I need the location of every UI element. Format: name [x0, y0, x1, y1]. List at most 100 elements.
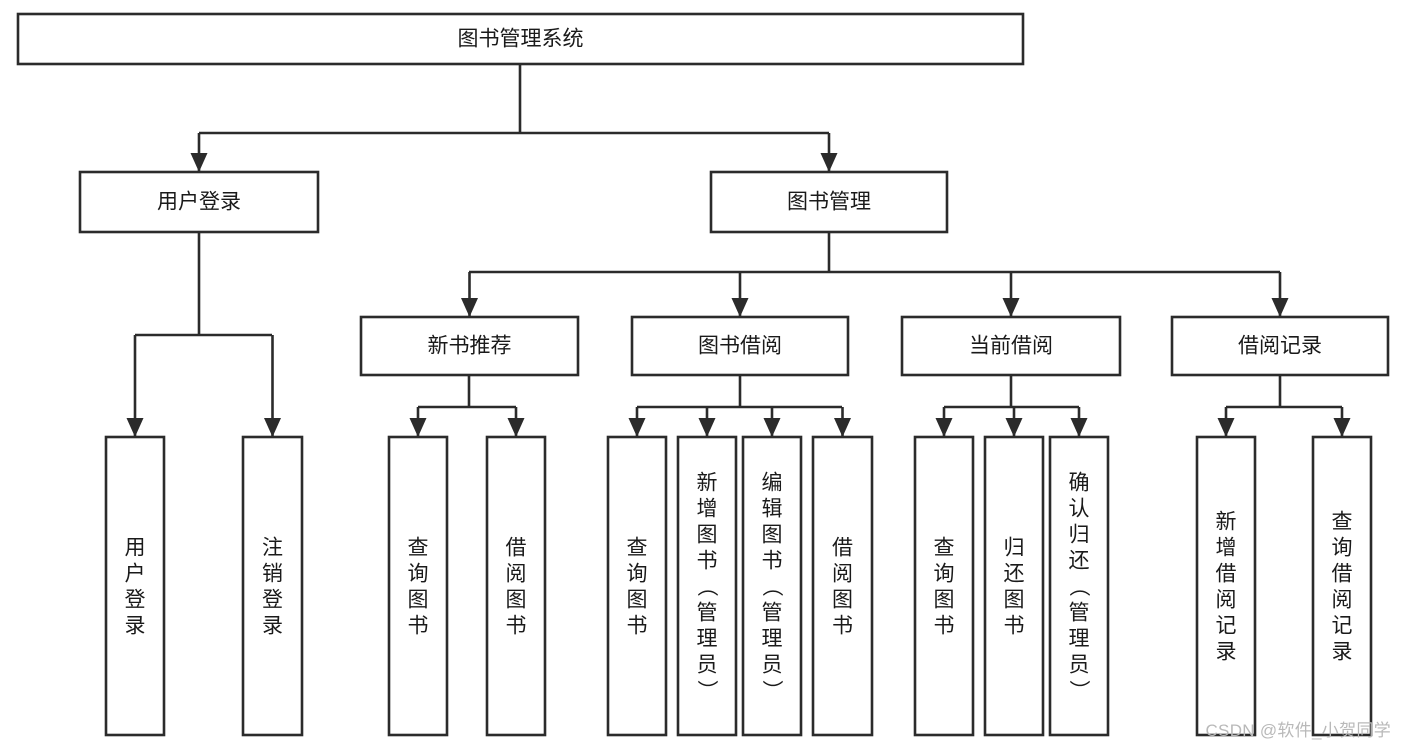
node-label-char: 增: [697, 497, 718, 520]
node-label-char: 阅: [1332, 588, 1353, 611]
node-label-char: 查: [934, 536, 955, 559]
node-label-char: （: [760, 576, 783, 597]
node-borrow-record[interactable]: 借阅记录: [1170, 315, 1390, 377]
node-label-char: 注: [262, 536, 283, 559]
node-label-char: 借: [832, 536, 853, 559]
node-label-char: 用: [125, 536, 146, 559]
arrow-head-icon: [834, 418, 851, 437]
node-label-char: 增: [1216, 536, 1237, 559]
node-new-book-rec[interactable]: 新书推荐: [359, 315, 580, 377]
node-label-char: 图: [627, 588, 648, 611]
node-root[interactable]: 图书管理系统: [16, 12, 1025, 66]
node-label-char: 员: [697, 653, 718, 676]
node-box: [241, 435, 304, 737]
node-label-char: 理: [762, 627, 783, 650]
node-label: 图书借阅: [698, 335, 782, 358]
node-label-char: 阅: [1216, 588, 1237, 611]
node-label-char: 记: [1216, 614, 1237, 637]
node-leaf-user-login[interactable]: 用户登录: [104, 435, 166, 737]
node-user-login[interactable]: 用户登录: [78, 170, 320, 234]
node-label-char: 询: [1332, 536, 1353, 559]
node-label-char: 录: [262, 614, 283, 637]
arrow-head-icon: [409, 418, 427, 437]
node-label-char: 户: [125, 562, 146, 585]
node-label-char: 录: [1332, 640, 1353, 663]
node-box: [1048, 435, 1110, 737]
arrow-head-icon: [628, 418, 646, 437]
node-label-char: 管: [697, 601, 718, 624]
node-label-char: 图: [1004, 588, 1025, 611]
node-label-char: 借: [1216, 562, 1237, 585]
node-label-char: 书: [506, 614, 527, 637]
node-label-char: ）: [760, 680, 783, 701]
node-label-char: 询: [408, 562, 429, 585]
node-book-manage[interactable]: 图书管理: [709, 170, 949, 234]
node-box: [1311, 435, 1373, 737]
node-label-char: 查: [408, 536, 429, 559]
node-box: [16, 12, 1025, 66]
node-box: [983, 435, 1045, 737]
node-label-char: 书: [762, 549, 783, 572]
node-box: [104, 435, 166, 737]
node-book-borrow[interactable]: 图书借阅: [630, 315, 850, 377]
arrow-head-icon: [126, 418, 144, 437]
node-label-char: 还: [1004, 562, 1025, 585]
node-box: [676, 435, 738, 737]
node-label-char: 阅: [832, 562, 853, 585]
node-label-char: 录: [125, 614, 146, 637]
node-label-char: 认: [1069, 497, 1090, 520]
node-box: [913, 435, 975, 737]
csdn-watermark: CSDN @软件_小贺同学: [1205, 721, 1391, 740]
node-label: 借阅记录: [1238, 335, 1322, 358]
node-label: 当前借阅: [969, 335, 1053, 358]
node-label: 用户登录: [157, 191, 241, 214]
arrow-head-icon: [698, 418, 716, 437]
arrow-head-icon: [763, 418, 781, 437]
node-label-char: 员: [1069, 653, 1090, 676]
node-box: [1170, 315, 1390, 377]
node-label: 图书管理: [787, 191, 871, 214]
node-label-char: 书: [934, 614, 955, 637]
node-box: [900, 315, 1122, 377]
arrow-head-icon: [507, 418, 525, 437]
arrow-head-icon: [1333, 418, 1351, 437]
node-label-char: 录: [1216, 640, 1237, 663]
node-label-char: （: [695, 576, 718, 597]
arrow-head-icon: [461, 298, 478, 317]
node-box: [359, 315, 580, 377]
node-label: 图书管理系统: [458, 28, 584, 51]
node-label-char: 询: [934, 562, 955, 585]
node-label-char: 管: [1069, 601, 1090, 624]
node-label-char: 确: [1069, 471, 1090, 494]
node-label-char: 阅: [506, 562, 527, 585]
node-label-char: 查: [1332, 510, 1353, 533]
arrow-head-icon: [1271, 298, 1289, 317]
node-label-char: 记: [1332, 614, 1353, 637]
node-label-char: ）: [1067, 680, 1090, 701]
node-label-char: 销: [262, 562, 283, 585]
arrow-head-icon: [190, 153, 208, 172]
node-box: [78, 170, 320, 234]
node-label: 新书推荐: [428, 335, 512, 358]
node-label-char: 编: [762, 471, 783, 494]
node-label-char: 书: [408, 614, 429, 637]
node-current-borrow[interactable]: 当前借阅: [900, 315, 1122, 377]
node-label-char: 查: [627, 536, 648, 559]
arrow-head-icon: [1070, 418, 1088, 437]
node-label-char: 新: [1216, 510, 1237, 533]
node-label-char: 理: [1069, 627, 1090, 650]
node-label-char: 书: [697, 549, 718, 572]
